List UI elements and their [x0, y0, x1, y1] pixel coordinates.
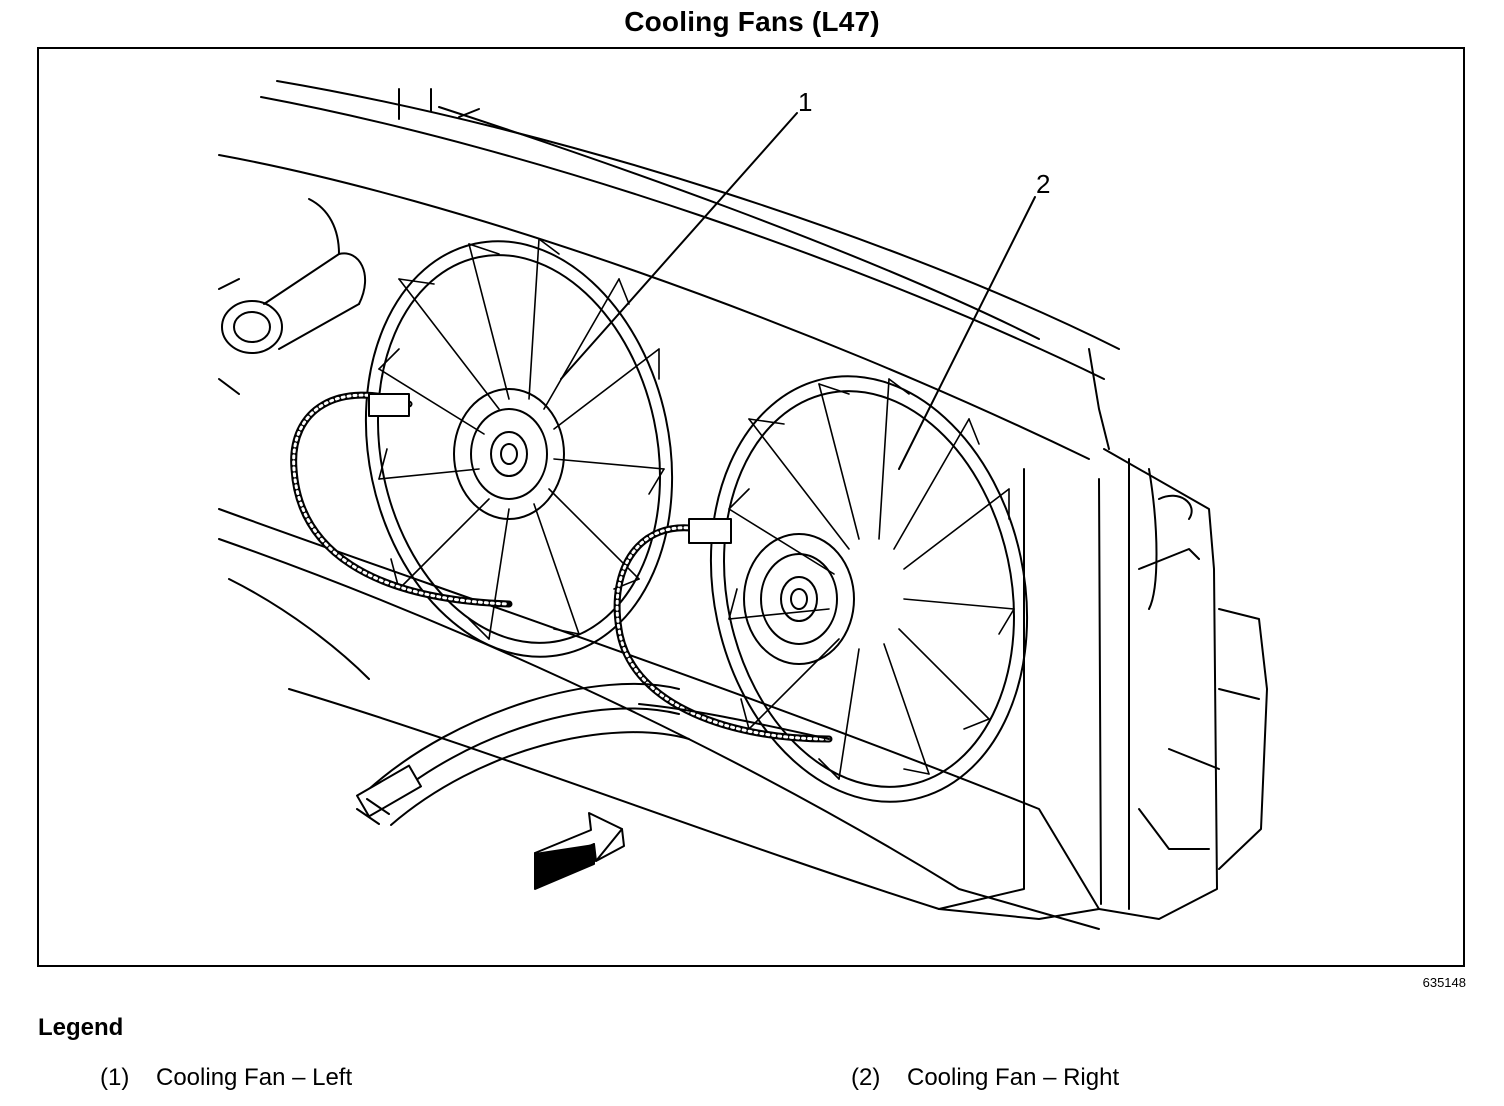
- callout-1: 1: [798, 87, 812, 117]
- cooling-fans-illustration: 1 2: [218, 80, 1268, 930]
- legend-item-2: (2) Cooling Fan – Right: [851, 1064, 1119, 1092]
- legend-heading: Legend: [38, 1014, 124, 1041]
- airflow-arrow-icon: [534, 812, 625, 890]
- page-title: Cooling Fans (L47): [624, 6, 880, 37]
- legend-item-2-number: (2): [851, 1064, 881, 1091]
- radiator-support-side: [1098, 448, 1268, 920]
- callout-1-leader: [560, 112, 798, 380]
- callout-2-leader: [898, 196, 1036, 470]
- legend-item-1-number: (1): [100, 1064, 130, 1091]
- legend-item-1-label: Cooling Fan – Left: [156, 1064, 353, 1091]
- cooling-fan-left: [364, 238, 674, 658]
- cooling-fan-right: [709, 375, 1029, 803]
- figure-number: 635148: [1422, 975, 1466, 990]
- fan-shroud-frame: [218, 468, 1100, 930]
- legend-item-1: (1) Cooling Fan – Left: [100, 1064, 352, 1092]
- callout-2: 2: [1036, 169, 1050, 199]
- legend-item-2-label: Cooling Fan – Right: [907, 1064, 1120, 1091]
- radiator-support-upper: [218, 80, 1120, 460]
- callout-leaders: [560, 112, 1036, 470]
- upper-radiator-hose: [218, 198, 367, 395]
- fan-wiring-harness: [290, 391, 833, 826]
- diagram-frame: 1 2: [37, 47, 1465, 967]
